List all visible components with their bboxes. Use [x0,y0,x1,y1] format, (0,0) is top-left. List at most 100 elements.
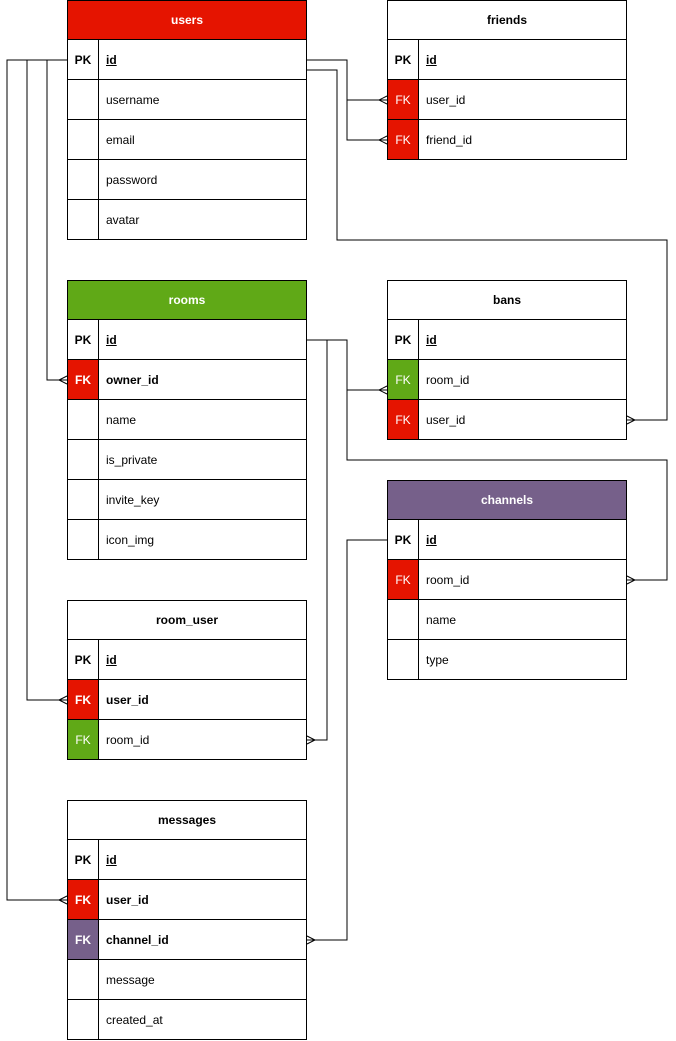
crows-foot-icon [626,415,637,425]
rooms-roomuser-room-link [306,339,328,745]
crows-foot-icon [626,575,637,585]
field-name: id [106,852,117,867]
crows-foot-icon [377,135,388,145]
field-name: owner_id [106,372,159,387]
table-row: FK room_id [387,360,627,400]
fk-key-cell: FK [68,360,99,399]
crows-foot-icon [377,385,388,395]
table-row: invite_key [67,480,307,520]
key-cell [68,400,99,439]
table-row: is_private [67,440,307,480]
crows-foot-icon [306,935,317,945]
field-name: user_id [426,92,466,107]
crows-foot-icon [306,735,317,745]
table-row: email [67,120,307,160]
crows-foot-icon [57,695,68,705]
crows-foot-icon [57,895,68,905]
field-name: username [106,92,160,107]
table-row: name [67,400,307,440]
field-name: user_id [106,892,149,907]
pk-key-cell: PK [388,320,419,359]
field-name: room_id [106,732,150,747]
table-row: name [387,600,627,640]
field-name: room_id [426,372,470,387]
table-row: avatar [67,200,307,240]
channels-messages-channel-link [306,539,387,945]
table-row: PK id [387,320,627,360]
pk-key-cell: PK [68,840,99,879]
crows-foot-icon [57,375,68,385]
field-name: id [106,52,117,67]
pk-key-cell: PK [68,320,99,359]
field-name: id [106,652,117,667]
field-name: channel_id [106,932,169,947]
field-name: user_id [426,412,466,427]
table-row: created_at [67,1000,307,1040]
key-cell [68,960,99,999]
table-title: messages [67,800,307,840]
field-name: friend_id [426,132,473,147]
table-row: FK user_id [387,80,627,120]
field-name: id [426,332,437,347]
fk-key-cell: FK [388,80,419,119]
field-name: id [106,332,117,347]
key-cell [68,520,99,559]
table-row: PK id [387,520,627,560]
field-name: user_id [106,692,149,707]
key-cell [388,600,419,639]
table-row: password [67,160,307,200]
table-row: FK user_id [67,680,307,720]
key-cell [68,200,99,239]
field-name: type [426,652,449,667]
key-cell [68,1000,99,1039]
table-title: bans [387,280,627,320]
table-title: users [67,0,307,40]
key-cell [68,480,99,519]
field-name: id [426,532,437,547]
field-name: is_private [106,452,158,467]
key-cell [68,120,99,159]
table-row: FK user_id [387,400,627,440]
fk-key-cell: FK [68,680,99,719]
field-name: email [106,132,135,147]
users-messages-user-link [6,59,68,905]
fk-key-cell: FK [388,360,419,399]
table-row: PK id [67,840,307,880]
key-cell [68,440,99,479]
crows-foot-icon [377,95,388,105]
table-title: channels [387,480,627,520]
pk-key-cell: PK [388,520,419,559]
table-row: PK id [67,40,307,80]
table-row: FK owner_id [67,360,307,400]
table-row: type [387,640,627,680]
field-name: message [106,972,155,987]
fk-key-cell: FK [388,400,419,439]
pk-key-cell: PK [68,640,99,679]
field-name: name [106,412,137,427]
table-row: username [67,80,307,120]
field-name: avatar [106,212,140,227]
key-cell [68,160,99,199]
field-name: invite_key [106,492,160,507]
field-name: created_at [106,1012,163,1027]
pk-key-cell: PK [388,40,419,79]
field-name: name [426,612,457,627]
field-name: id [426,52,437,67]
key-cell [68,80,99,119]
rooms-channels-room-link [307,339,668,585]
table-title: friends [387,0,627,40]
pk-key-cell: PK [68,40,99,79]
users-friends-friend-link [307,59,388,145]
users-bans-user-link [307,69,668,425]
